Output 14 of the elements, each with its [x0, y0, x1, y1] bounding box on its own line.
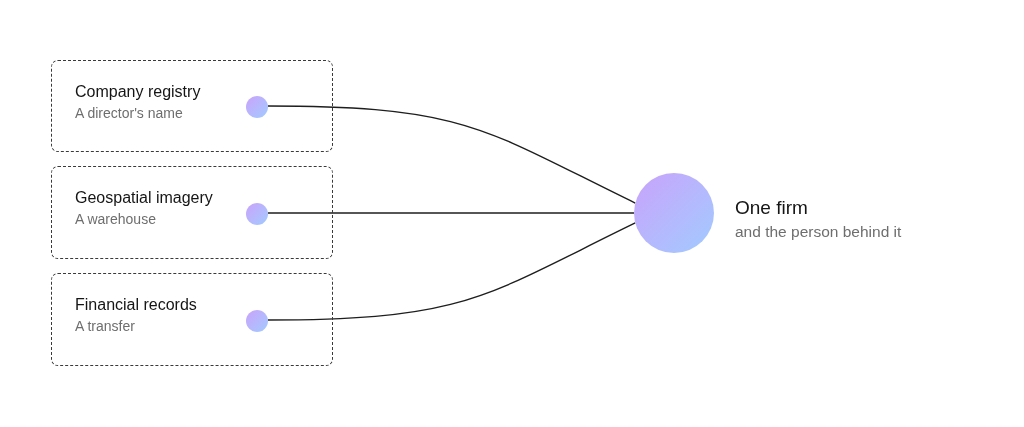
- source-card: [51, 60, 333, 152]
- connector-line: [267, 212, 635, 214]
- card-subtitle: A director's name: [75, 105, 183, 122]
- card-title: Company registry: [75, 82, 201, 101]
- hub-subtitle: and the person behind it: [735, 223, 902, 241]
- card-subtitle: A warehouse: [75, 211, 156, 228]
- hub-title: One firm: [735, 197, 808, 219]
- card-title: Financial records: [75, 295, 197, 314]
- connector-line: [267, 105, 636, 204]
- source-card: [51, 166, 333, 259]
- connector-line: [267, 222, 636, 321]
- card-subtitle: A transfer: [75, 318, 135, 335]
- source-card: [51, 273, 333, 366]
- card-title: Geospatial imagery: [75, 188, 213, 207]
